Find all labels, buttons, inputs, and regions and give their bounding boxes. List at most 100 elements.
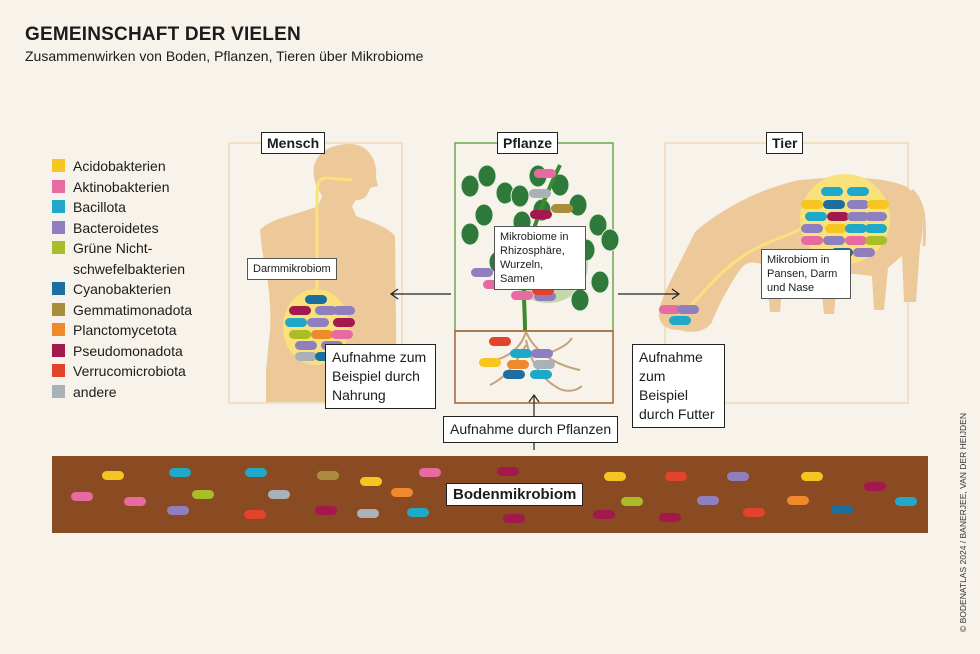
bacterium-pill [503, 514, 525, 523]
legend-swatch [52, 179, 65, 193]
legend-item: Verrucomicrobiota [52, 361, 208, 382]
bacterium-pill [533, 360, 555, 369]
bacterium-pill [865, 224, 887, 233]
bacterium-pill [831, 505, 853, 514]
leaf [568, 193, 588, 217]
bacterium-pill [823, 200, 845, 209]
tier-microbiome-label: Mikrobiom in Pansen, Darm und Nase [761, 249, 851, 299]
legend-item: Grüne Nicht-schwefelbakterien [52, 238, 208, 279]
bacterium-pill [268, 490, 290, 499]
bacterium-pill [801, 200, 823, 209]
legend-swatch [52, 384, 65, 398]
soil-microbiome-label: Bodenmikrobiom [446, 483, 584, 506]
legend-swatch [52, 159, 65, 172]
legend-swatch [52, 323, 65, 336]
bacterium-pill [407, 508, 429, 517]
bacterium-pill [479, 358, 501, 367]
bacterium-pill [853, 248, 875, 257]
page-title: GEMEINSCHAFT DER VIELEN [25, 24, 301, 45]
darm-label: Darmmikrobiom [247, 258, 337, 280]
bacterium-pill [333, 318, 355, 327]
bacterium-pill [317, 471, 339, 480]
bacterium-pill [864, 482, 886, 491]
leaf [477, 164, 497, 188]
bacterium-pill [551, 204, 573, 213]
bacterium-pill [665, 472, 687, 481]
bacterium-pill [823, 236, 845, 245]
bacterium-pill [697, 496, 719, 505]
legend-label: Verrucomicrobiota [73, 363, 186, 379]
bacterium-pill [727, 472, 749, 481]
bacterium-pill [333, 306, 355, 315]
bacterium-pill [289, 306, 311, 315]
bacterium-pill [801, 224, 823, 233]
bacterium-pill [245, 468, 267, 477]
intake-food-box: Aufnahme zum Beispiel durch Nahrung [325, 344, 436, 409]
bacterium-pill [124, 497, 146, 506]
bacterium-pill [621, 497, 643, 506]
bacterium-pill [305, 295, 327, 304]
legend-swatch [52, 282, 65, 295]
bacterium-pill [531, 349, 553, 358]
legend-swatch [52, 302, 65, 316]
legend-label: Planctomycetota [73, 322, 177, 338]
human-gut-tract [315, 176, 353, 290]
bacterium-pill [530, 210, 552, 219]
legend-item: Acidobakterien [52, 156, 208, 177]
leaf [510, 184, 530, 208]
bacterium-pill [865, 236, 887, 245]
cow-tail [910, 188, 926, 247]
bacterium-pill [787, 496, 809, 505]
bacterium-pill [895, 497, 917, 506]
leaf [474, 203, 494, 227]
bacterium-pill [507, 360, 529, 369]
bacterium-pill [530, 370, 552, 379]
bacterium-pill [307, 318, 329, 327]
bacterium-pill [825, 224, 847, 233]
legend-label: Bacteroidetes [73, 219, 159, 236]
bacterium-pill [801, 236, 823, 245]
bacterium-pill [593, 510, 615, 519]
bacterium-pill [192, 490, 214, 499]
bacterium-pill [845, 224, 867, 233]
bacterium-pill [295, 352, 317, 361]
bacterium-pill [604, 472, 626, 481]
bacterium-pill [295, 341, 317, 350]
bacterium-pill [167, 506, 189, 515]
bacterium-pill [511, 291, 533, 300]
legend-item: Cyanobakterien [52, 279, 208, 300]
bacterium-pill [659, 513, 681, 522]
bacterium-pill [311, 330, 333, 339]
bacterium-pill [827, 212, 849, 221]
leaf [460, 222, 480, 246]
legend-item: Gemmatimonadota [52, 300, 208, 321]
legend-label: Bacillota [73, 199, 126, 215]
intake-feed-box: Aufnahme zum Beispiel durch Futter [632, 344, 725, 428]
bacterium-pill [503, 370, 525, 379]
bacterium-pill [315, 306, 337, 315]
bacterium-pill [489, 337, 511, 346]
leaf [600, 228, 620, 252]
leaf [460, 174, 480, 198]
panel-label-pflanze: Pflanze [497, 132, 559, 154]
legend-label: Grüne Nicht-schwefelbakterien [73, 240, 186, 277]
bacteria-group [71, 169, 917, 523]
bacterium-pill [867, 200, 889, 209]
bacterium-pill [169, 468, 191, 477]
legend-item: Planctomycetota [52, 320, 208, 341]
legend-item: andere [52, 382, 208, 403]
intake-plants-box: Aufnahme durch Pflanzen [443, 416, 619, 443]
bacterium-pill [244, 510, 266, 519]
leaf [570, 288, 590, 312]
legend-item: Bacteroidetes [52, 218, 208, 239]
rhizo-label: Mikrobiome in Rhizosphäre, Wurzeln, Same… [494, 226, 586, 290]
legend-swatch [52, 200, 65, 213]
credit-text: © BODENATLAS 2024 / BANERJEE, VAN DER HE… [958, 413, 968, 632]
legend-label: Pseudomonadota [73, 342, 183, 359]
bacterium-pill [677, 305, 699, 314]
legend-swatch [52, 220, 65, 234]
legend-item: Pseudomonadota [52, 341, 208, 362]
panel-label-mensch: Mensch [261, 132, 326, 154]
